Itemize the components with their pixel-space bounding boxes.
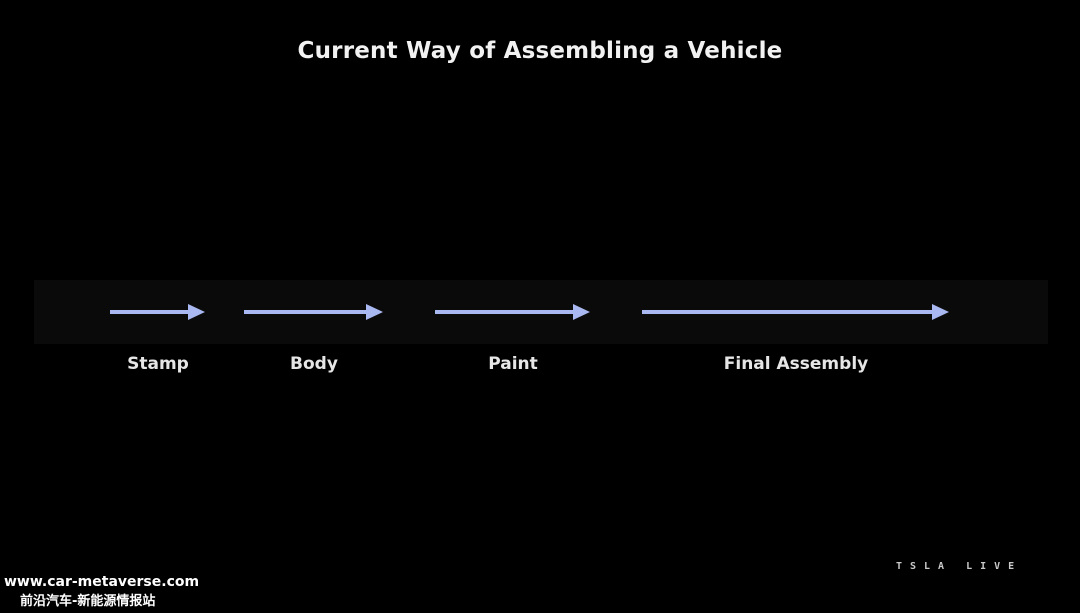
final-assembly-arrow bbox=[642, 302, 950, 322]
stage-label-body: Body bbox=[290, 354, 338, 374]
watermark-subtitle: 前沿汽车-新能源情报站 bbox=[20, 594, 156, 609]
stage-label-paint: Paint bbox=[488, 354, 538, 374]
watermark-url: www.car-metaverse.com bbox=[4, 574, 200, 590]
body-arrow bbox=[244, 302, 384, 322]
slide-title: Current Way of Assembling a Vehicle bbox=[297, 38, 783, 64]
paint-arrow bbox=[435, 302, 591, 322]
stage-label-stamp: Stamp bbox=[127, 354, 189, 374]
tsla-live-logo: TSLA LIVE bbox=[896, 561, 1023, 572]
stage-label-final-assembly: Final Assembly bbox=[723, 354, 869, 374]
stamp-arrow bbox=[110, 302, 206, 322]
